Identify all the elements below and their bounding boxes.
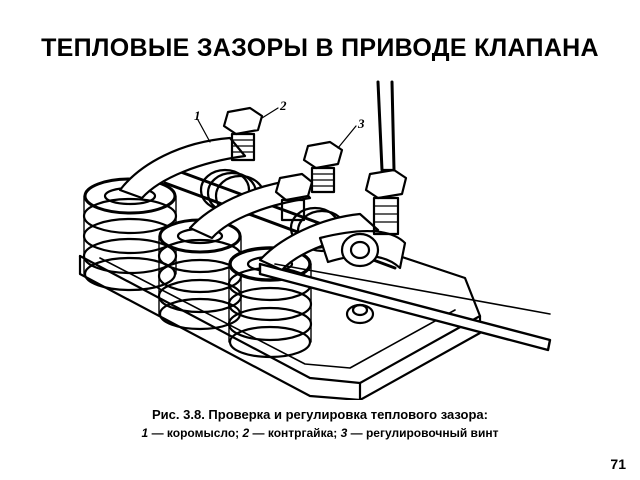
feeler-gauge bbox=[258, 262, 552, 352]
callout-2: 2 bbox=[279, 98, 287, 113]
page-number: 71 bbox=[610, 456, 626, 472]
figure-caption: Рис. 3.8. Проверка и регулировка теплово… bbox=[40, 406, 600, 442]
caption-item-3-text: — регулировочный винт bbox=[350, 426, 499, 440]
caption-line-2: 1 — коромысло; 2 — контргайка; 3 — регул… bbox=[40, 424, 600, 442]
caption-line-1: Рис. 3.8. Проверка и регулировка теплово… bbox=[152, 407, 488, 422]
adjusting-screw-front bbox=[274, 172, 314, 222]
screwdriver bbox=[376, 80, 396, 172]
caption-item-2-number: 2 bbox=[242, 426, 250, 440]
slide-title: ТЕПЛОВЫЕ ЗАЗОРЫ В ПРИВОДЕ КЛАПАНА bbox=[0, 30, 640, 80]
slide-title-text: ТЕПЛОВЫЕ ЗАЗОРЫ В ПРИВОДЕ КЛАПАНА bbox=[41, 34, 599, 62]
caption-item-1-number: 1 bbox=[141, 426, 149, 440]
locknut-2 bbox=[222, 106, 264, 162]
caption-item-2-text: — контргайка; bbox=[252, 426, 338, 440]
adjusting-screw-3 bbox=[302, 140, 344, 194]
base-bolt bbox=[345, 303, 375, 325]
callout-leaders bbox=[197, 107, 357, 149]
callout-1: 1 bbox=[194, 108, 201, 123]
callout-3: 3 bbox=[357, 116, 365, 131]
valve-clearance-illustration: 1 2 3 bbox=[78, 80, 552, 400]
caption-item-3-number: 3 bbox=[340, 426, 348, 440]
rocker-bearing bbox=[340, 232, 380, 268]
caption-item-1-text: — коромысло; bbox=[151, 426, 240, 440]
